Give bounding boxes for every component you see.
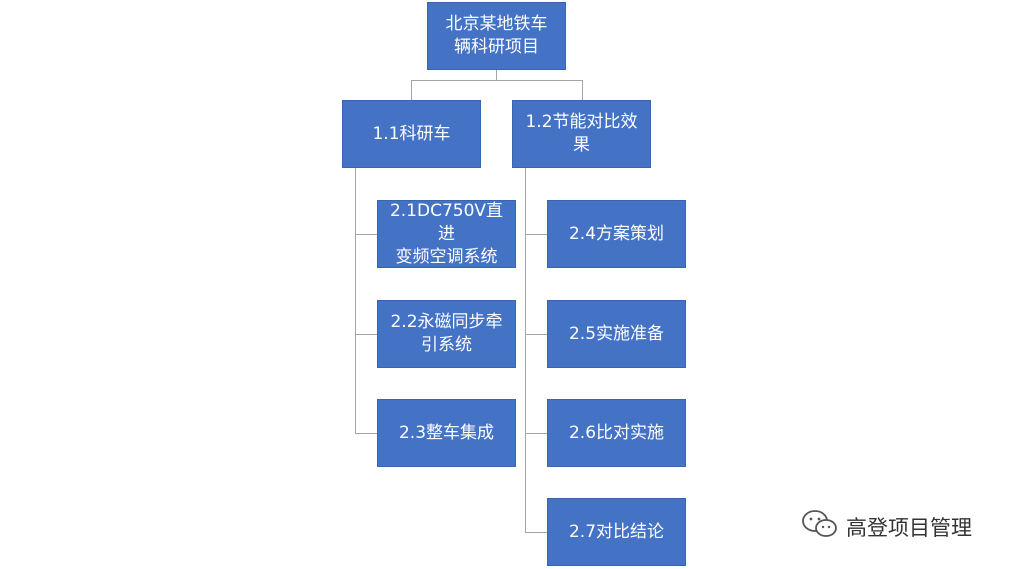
connector-child-2-7 [525,532,547,533]
watermark: 高登项目管理 [800,509,972,544]
connector-child-2-5 [525,334,547,335]
branch-node-2-label: 1.2节能对比效 果 [525,112,638,155]
child-node-2-6-label: 2.6比对实施 [568,422,665,443]
branch-node-1: 1.1科研车 [342,100,481,168]
wechat-icon [800,509,840,544]
root-node-label: 北京某地铁车 辆科研项目 [445,14,548,57]
child-node-2-5-label: 2.5实施准备 [568,323,665,344]
connector-branch-1-spine [355,168,356,434]
branch-node-2: 1.2节能对比效 果 [512,100,651,168]
connector-branch-bar [411,80,583,81]
child-node-2-1-label: 2.1DC750V直进 变频空调系统 [389,200,504,267]
connector-to-branch-2 [582,80,583,100]
watermark-text: 高登项目管理 [846,515,972,540]
child-node-2-5: 2.5实施准备 [547,300,686,368]
child-node-2-1: 2.1DC750V直进 变频空调系统 [377,200,516,268]
child-node-2-3: 2.3整车集成 [377,399,516,467]
connector-child-2-2 [355,334,377,335]
connector-child-2-1 [355,234,377,235]
connector-child-2-4 [525,234,547,235]
child-node-2-7-label: 2.7对比结论 [568,521,665,542]
child-node-2-2-label: 2.2永磁同步牵 引系统 [390,312,503,355]
connector-branch-2-spine [525,168,526,533]
connector-to-branch-1 [411,80,412,100]
child-node-2-3-label: 2.3整车集成 [398,422,495,443]
child-node-2-4: 2.4方案策划 [547,200,686,268]
child-node-2-2: 2.2永磁同步牵 引系统 [377,300,516,368]
connector-child-2-3 [355,433,377,434]
child-node-2-6: 2.6比对实施 [547,399,686,467]
connector-root-down [496,69,497,81]
child-node-2-7: 2.7对比结论 [547,498,686,566]
root-node: 北京某地铁车 辆科研项目 [427,2,566,70]
branch-node-1-label: 1.1科研车 [372,123,451,144]
child-node-2-4-label: 2.4方案策划 [568,223,665,244]
connector-child-2-6 [525,433,547,434]
